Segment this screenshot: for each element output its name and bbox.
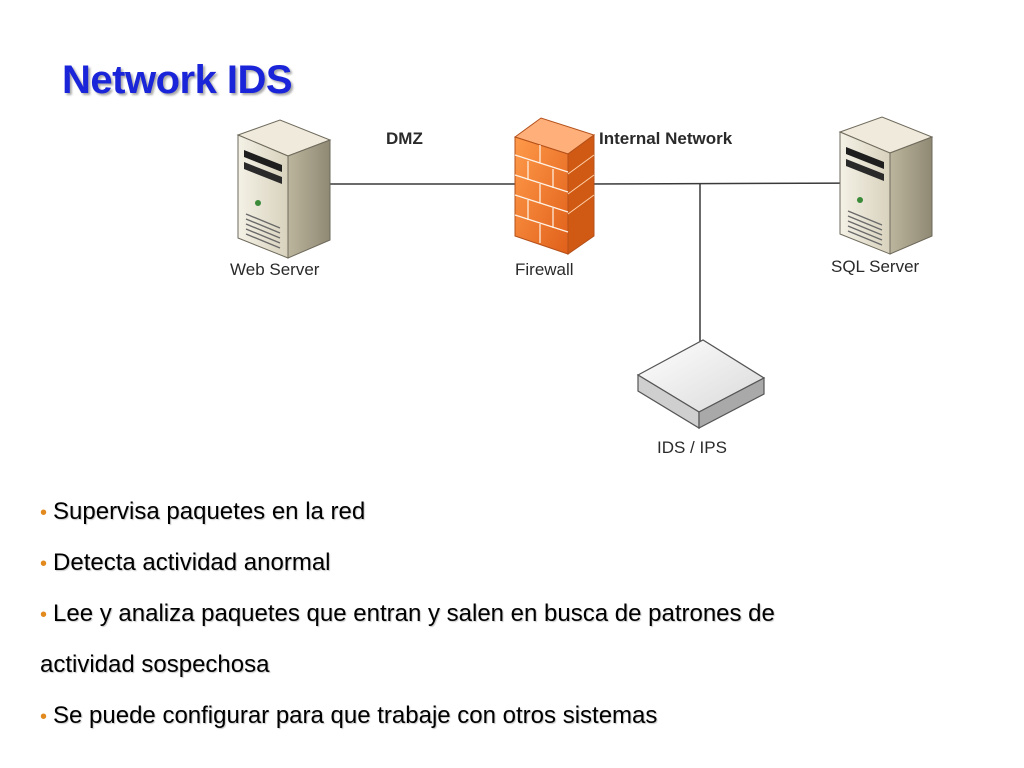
bullet-continuation: actividad sospechosa: [40, 651, 269, 679]
bullet-marker: •: [40, 553, 48, 575]
sql-server-label: SQL Server: [831, 257, 920, 276]
dmz-zone-label: DMZ: [386, 129, 423, 148]
internal-network-zone-label: Internal Network: [599, 129, 733, 148]
bullet-item: •Se puede configurar para que trabaje co…: [40, 702, 657, 731]
ids-ips-icon: [636, 339, 766, 430]
bullet-marker: •: [40, 502, 48, 524]
bullet-text: Lee y analiza paquetes que entran y sale…: [53, 600, 775, 627]
link-firewall-sqlserver: [579, 182, 887, 185]
bullet-text: Se puede configurar para que trabaje con…: [53, 702, 658, 729]
bullet-item: •Supervisa paquetes en la red: [40, 498, 365, 527]
slide-title: Network IDS: [62, 58, 293, 102]
bullet-text: Detecta actividad anormal: [53, 549, 331, 576]
firewall-label: Firewall: [515, 260, 574, 279]
bullet-marker: •: [40, 706, 48, 728]
bullet-item: •Detecta actividad anormal: [40, 549, 331, 578]
web-server-icon: [236, 119, 332, 259]
network-diagram: DMZ Internal Network Web Server Firewall…: [230, 116, 934, 457]
ids-ips-label: IDS / IPS: [657, 438, 727, 457]
firewall-icon: [513, 117, 596, 255]
bullet-marker: •: [40, 604, 48, 626]
sql-server-icon: [838, 116, 934, 255]
web-server-label: Web Server: [230, 260, 320, 279]
bullet-item: •Lee y analiza paquetes que entran y sal…: [40, 600, 775, 629]
bullet-text: Supervisa paquetes en la red: [53, 498, 366, 525]
bullet-text: actividad sospechosa: [40, 651, 270, 678]
